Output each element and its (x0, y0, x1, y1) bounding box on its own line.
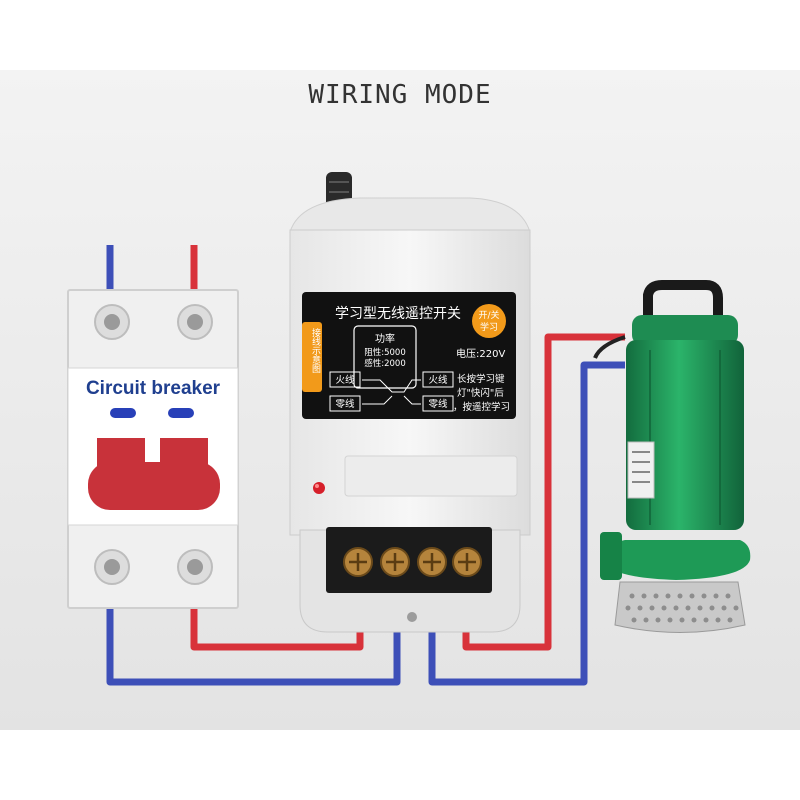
neutral-wire-switch-to-pump (428, 361, 625, 686)
live-left-box (329, 371, 361, 388)
screw-head (187, 314, 203, 330)
side-tab (302, 322, 322, 392)
badge-line1: 开/关 (478, 309, 499, 321)
switch-heading: 学习型无线遥控开关 (335, 306, 461, 322)
live-right-label: 火线 (428, 374, 448, 386)
water-pump (593, 280, 751, 633)
power-inductive: 感性:2000 (364, 358, 406, 369)
live-right-box (422, 371, 454, 388)
screw-head (187, 559, 203, 575)
panel-wiring-lines (362, 379, 421, 405)
side-tab-text: 接线示意图 (310, 327, 321, 374)
neutral-wire-breaker-to-switch (106, 570, 401, 686)
pump-body (626, 340, 744, 530)
pump-handle (643, 280, 723, 322)
learn-badge (472, 304, 506, 338)
neutral-right-box (422, 395, 454, 412)
led-highlight (315, 484, 319, 488)
breaker-indicator-right (168, 408, 194, 418)
neutral-right-label: 零线 (428, 398, 448, 410)
pump-label (627, 441, 655, 499)
breaker-handle-base (88, 462, 220, 510)
neutral-left-label: 零线 (335, 398, 355, 410)
pump-outlet (600, 532, 622, 580)
live-left-label: 火线 (335, 374, 355, 386)
breaker-label: Circuit breaker (86, 378, 221, 399)
status-led (313, 482, 325, 494)
mounting-hole (407, 612, 417, 622)
pump-power-cord (593, 335, 626, 359)
instruction-1: 长按学习键 (457, 373, 505, 385)
wireless-switch: 接线示意图 学习型无线遥控开关 开/关 学习 功率 阻性:5000 感性:200… (289, 172, 531, 633)
power-title: 功率 (375, 332, 395, 345)
badge-line2: 学习 (480, 321, 498, 333)
antenna-coil (329, 181, 349, 213)
pump-label-lines (632, 451, 650, 483)
breaker-indicator-left (110, 408, 136, 418)
power-resistive: 阻性:5000 (364, 347, 406, 358)
pump-top-cap (632, 315, 738, 345)
circuit-breaker: Circuit breaker (67, 289, 239, 609)
switch-window (344, 455, 518, 497)
diagram-title: WIRING MODE (308, 80, 491, 110)
terminal-screws (343, 547, 482, 577)
screw-head (104, 314, 120, 330)
instruction-3: ，按遥控学习 (453, 401, 510, 413)
screw-head (104, 559, 120, 575)
strainer-holes (625, 593, 739, 623)
power-meter (353, 325, 417, 389)
pump-base-flange (601, 540, 751, 580)
neutral-left-box (329, 395, 361, 412)
voltage-label: 电压:220V (456, 347, 505, 360)
switch-top-cap (289, 197, 531, 233)
instruction-2: 灯"快闪"后 (457, 387, 504, 399)
